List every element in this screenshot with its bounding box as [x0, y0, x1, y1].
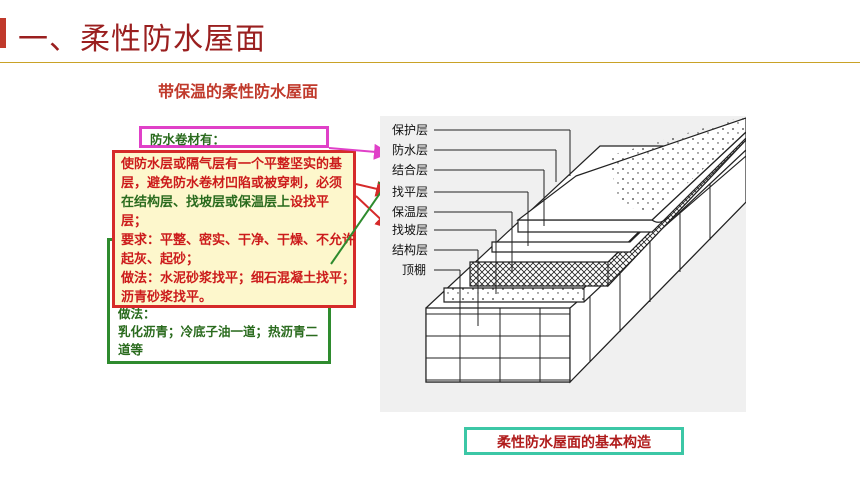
page-title: 一、柔性防水屋面: [18, 22, 266, 57]
diagram-caption-box: 柔性防水屋面的基本构造: [464, 427, 684, 455]
insulation-layer-front: [469, 261, 609, 287]
label-structural-layer: 结构层: [392, 242, 428, 257]
leveling-layer-note-box: 使防水层或隔气层有一个平整坚实的基层，避免防水卷材凹陷或被穿刺，必须在结构层、找…: [112, 150, 356, 308]
roof-construction-diagram: 保护层 防水层 结合层 找平层 保温层 找坡层 结构层 顶棚: [380, 116, 746, 412]
slope-layer-front: [443, 287, 585, 303]
membrane-materials-label: 防水卷材有：: [150, 132, 226, 147]
leader-lines: [434, 129, 571, 356]
diagram-caption: 柔性防水屋面的基本构造: [497, 435, 651, 451]
roof-layers-illustration: 保护层 防水层 结合层 找平层 保温层 找坡层 结构层 顶棚: [392, 116, 746, 384]
label-leveling-layer: 找平层: [392, 185, 428, 199]
title-accent-bar: [0, 18, 6, 48]
bonding-layer-note-text: 做法： 乳化沥青；冷底子油一道；热沥青二道等: [118, 305, 330, 359]
label-slope-layer: 找坡层: [392, 223, 428, 237]
bonding-method-heading: 做法：: [118, 306, 156, 321]
leveling-layer-note-text: 使防水层或隔气层有一个平整坚实的基层，避免防水卷材凹陷或被穿刺，必须在结构层、找…: [121, 155, 355, 307]
leveling-purpose-end: 设找平层；: [121, 195, 330, 229]
leveling-methods: 做法：水泥砂浆找平；细石混凝土找平；沥青砂浆找平。: [121, 271, 356, 305]
protective-layer-texture: [608, 116, 746, 212]
leveling-location-text: 在结构层、找坡层或保温层上: [121, 195, 291, 210]
label-insulation-layer: 保温层: [392, 205, 428, 219]
label-protective-layer: 保护层: [392, 123, 428, 137]
bonding-method-body: 乳化沥青；冷底子油一道；热沥青二道等: [118, 324, 319, 357]
title-divider: [0, 62, 860, 63]
label-ceiling: 顶棚: [402, 262, 426, 277]
leveling-requirements: 要求：平整、密实、干净、干燥、不允许起灰、起砂；: [121, 233, 356, 267]
structural-layer-front: [425, 307, 571, 383]
section-subtitle: 带保温的柔性防水屋面: [158, 82, 319, 101]
membrane-materials-box: 防水卷材有：: [139, 126, 329, 148]
leveling-layer-block: [491, 129, 746, 253]
structural-layer-side: [569, 155, 746, 384]
layer-labels: 保护层 防水层 结合层 找平层 保温层 找坡层 结构层 顶棚: [392, 123, 428, 277]
leveling-purpose-text: 使防水层或隔气层有一个平整坚实的基层，避免防水卷材凹陷或被穿刺，必须: [121, 157, 343, 191]
label-bonding-layer: 结合层: [392, 162, 428, 177]
label-waterproof-layer: 防水层: [392, 142, 428, 157]
